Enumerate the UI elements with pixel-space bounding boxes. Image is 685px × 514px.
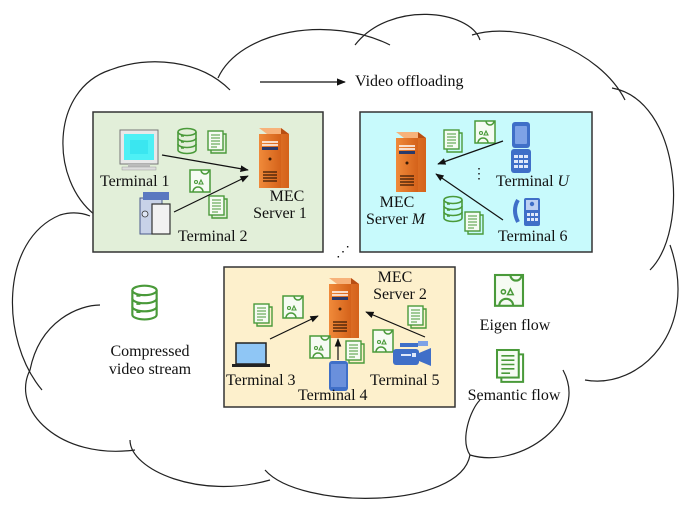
terminal-5-label: Terminal 5 [370, 372, 440, 389]
cluster2-eigen-flow-icon-2 [309, 335, 331, 359]
terminal-u-variable: U [557, 173, 570, 190]
legend-semantic-label: Semantic flow [467, 387, 561, 404]
cluster2-semantic-flow-icon [253, 303, 273, 327]
arrow-t1-to-s1 [161, 154, 249, 173]
terminal-2-label: Terminal 2 [178, 228, 248, 245]
terminal-1-label: Terminal 1 [100, 173, 170, 190]
mec-server-1-label-line1: MEC [269, 188, 305, 205]
terminal-2-camera-icon [139, 192, 171, 235]
mec-server-m-label-line2: Server M [366, 212, 425, 228]
mec-server-2-label-line2: Server 2 [373, 286, 427, 303]
mec-server-m-icon [395, 131, 427, 193]
arrow-t6-to-sm [435, 173, 504, 221]
legend-offloading-label: Video offloading [355, 73, 464, 90]
legend-compressed-label-line1: Compressed [110, 343, 190, 360]
mec-server-2-icon [328, 277, 360, 339]
terminal-3-label: Terminal 3 [226, 372, 296, 389]
server-m-variable: M [411, 211, 426, 228]
legend-compressed-stream-icon [131, 284, 158, 321]
terminal-6-label: Terminal 6 [498, 228, 568, 245]
legend-compressed-label-line2: video stream [108, 361, 192, 378]
mec-server-m-label-line1: MEC [379, 194, 415, 211]
clusterM-eigen-flow-icon [474, 120, 496, 144]
arrow-t3-to-s2 [269, 315, 319, 340]
between-clusters-ellipsis: ⋰ [336, 245, 350, 260]
clusterM-semantic-flow-icon [443, 129, 463, 153]
terminal-5-video-camera-icon [393, 341, 431, 366]
mec-server-2-label-line1: MEC [377, 269, 413, 286]
cluster2-semantic-flow-icon-3 [407, 305, 427, 329]
clusterM-semantic-flow-icon-2 [464, 211, 484, 235]
legend-semantic-flow-icon [495, 348, 525, 383]
terminal-u-prefix: Terminal [496, 173, 558, 190]
cluster2-eigen-flow-icon [282, 295, 304, 319]
cluster2-semantic-flow-icon-2 [345, 340, 365, 364]
arrow-t5-to-s2 [365, 311, 426, 338]
cluster-m-ellipsis: ⋮ [472, 167, 486, 182]
legend-eigen-flow-icon [493, 273, 525, 307]
server-m-prefix: Server [366, 211, 412, 228]
legend-eigen-label: Eigen flow [479, 317, 551, 334]
arrow-t2-to-s1 [173, 175, 249, 213]
cluster1-semantic-flow-icon [207, 130, 227, 154]
cluster2-eigen-flow-icon-3 [372, 329, 394, 353]
cloud-outline [11, 13, 679, 499]
mec-server-1-label-line2: Server 1 [253, 205, 307, 222]
terminal-4-tablet-icon [329, 361, 348, 391]
terminal-4-label: Terminal 4 [298, 387, 368, 404]
mec-server-1-icon [258, 127, 290, 189]
terminal-3-laptop-icon [232, 342, 270, 367]
cluster1-eigen-flow-icon [189, 169, 211, 193]
terminal-6-videophone-icon [513, 198, 540, 226]
terminal-1-monitor-icon [119, 129, 159, 171]
terminal-u-flip-phone-icon [511, 122, 531, 173]
cluster1-semantic-flow-icon-2 [208, 195, 228, 219]
terminal-u-label: Terminal U [496, 174, 569, 190]
arrow-tu-to-sm [437, 140, 504, 165]
